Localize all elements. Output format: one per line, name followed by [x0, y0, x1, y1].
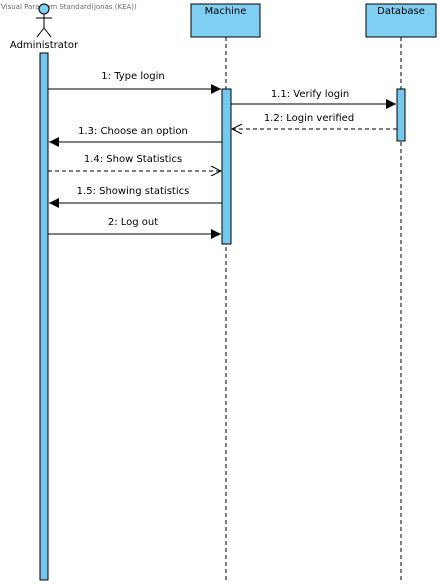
message-label: 1.5: Showing statistics [77, 186, 190, 197]
message-login-verified[interactable]: 1.2: Login verified [232, 113, 397, 129]
message-verify-login[interactable]: 1.1: Verify login [231, 89, 396, 109]
participant-label-machine: Machine [205, 6, 247, 17]
activation-bar-administrator [39, 52, 49, 581]
message-type-login[interactable]: 1: Type login [48, 71, 221, 94]
actor-label-administrator: Administrator [10, 40, 79, 51]
message-log-out[interactable]: 2: Log out [48, 217, 221, 239]
message-label: 2: Log out [108, 217, 158, 228]
participant-label-database: Database [377, 6, 425, 17]
activation-bar-machine [221, 88, 232, 245]
message-show-statistics[interactable]: 1.4: Show Statistics [48, 154, 221, 171]
actor-administrator[interactable]: Administrator [10, 3, 79, 51]
message-label: 1.1: Verify login [271, 89, 349, 100]
watermark-text: Visual Paradigm Standard(jonas (KEA)) [1, 3, 137, 11]
message-showing-statistics[interactable]: 1.5: Showing statistics [49, 186, 222, 208]
participant-database[interactable]: Database [365, 3, 437, 38]
message-label: 1.3: Choose an option [78, 126, 188, 137]
message-choose-option[interactable]: 1.3: Choose an option [49, 126, 222, 147]
message-label: 1: Type login [101, 71, 164, 82]
activation-bar-database [396, 88, 406, 142]
participant-machine[interactable]: Machine [190, 3, 261, 38]
message-label: 1.2: Login verified [264, 113, 354, 124]
message-label: 1.4: Show Statistics [84, 154, 182, 165]
participant-box-database [365, 3, 437, 38]
stick-figure-icon [36, 3, 52, 38]
